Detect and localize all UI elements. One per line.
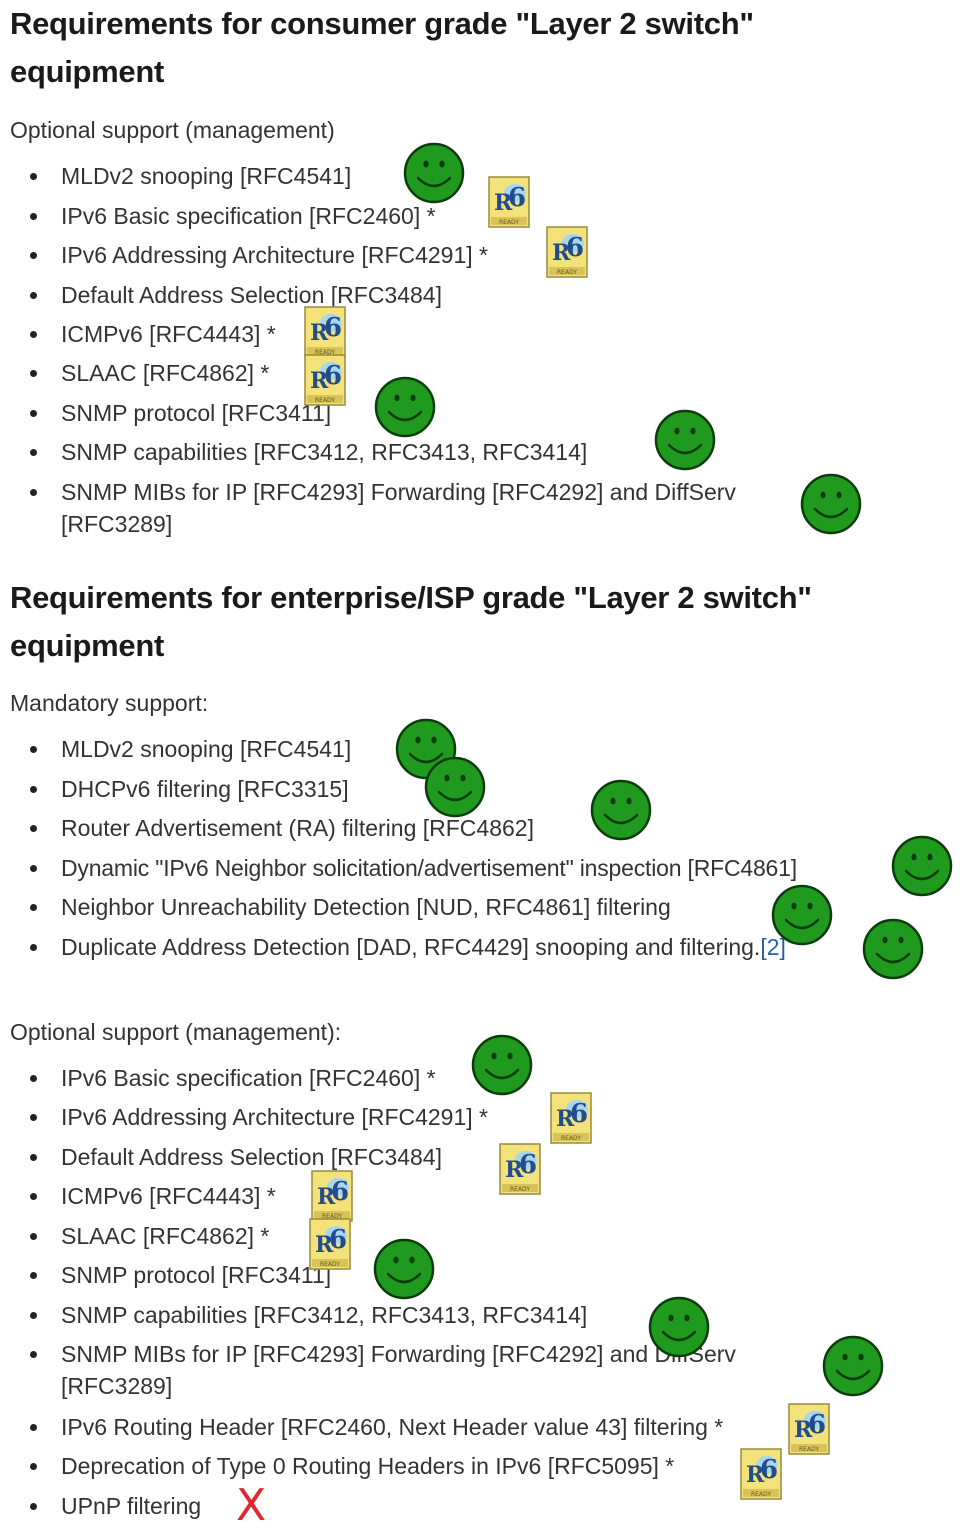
- section1-heading: Requirements for consumer grade "Layer 2…: [10, 0, 910, 96]
- smiley-icon: [648, 1296, 710, 1358]
- smiley-icon: [654, 409, 716, 471]
- ipv6-ready-badge-icon: [304, 354, 346, 406]
- section1-heading-line1: Requirements for consumer grade "Layer 2…: [10, 6, 754, 41]
- ipv6-ready-badge-icon: [488, 176, 530, 228]
- ipv6-ready-badge-icon: [740, 1448, 782, 1500]
- section2-heading-line2: equipment: [10, 628, 165, 663]
- smiley-icon: [822, 1335, 884, 1397]
- smiley-icon: [424, 756, 486, 818]
- ipv6-ready-badge-icon: [550, 1092, 592, 1144]
- section1-optional-label: Optional support (management): [10, 117, 335, 143]
- ipv6-ready-badge-icon: [499, 1143, 541, 1195]
- smiley-icon: [800, 473, 862, 535]
- section1-heading-line2: equipment: [10, 54, 165, 89]
- unsupported-x-mark: X: [236, 1480, 267, 1531]
- smiley-icon: [891, 835, 953, 897]
- ipv6-ready-badge-icon: [304, 306, 346, 358]
- ipv6-ready-badge-icon: [309, 1218, 351, 1270]
- smiley-icon: [862, 918, 924, 980]
- section2-mandatory-label: Mandatory support:: [10, 690, 209, 716]
- smiley-icon: [590, 779, 652, 841]
- smiley-icon: [374, 376, 436, 438]
- footnote-link-2[interactable]: [2]: [760, 934, 786, 960]
- smiley-icon: [771, 884, 833, 946]
- smiley-icon: [471, 1034, 533, 1096]
- section2-heading: Requirements for enterprise/ISP grade "L…: [10, 574, 910, 670]
- smiley-icon: [373, 1238, 435, 1300]
- smiley-icon: [403, 142, 465, 204]
- ipv6-ready-badge-icon: [788, 1403, 830, 1455]
- ipv6-ready-badge-icon: [546, 226, 588, 278]
- section2-heading-line1: Requirements for enterprise/ISP grade "L…: [10, 580, 812, 615]
- ipv6-ready-badge-icon: [311, 1170, 353, 1222]
- section2-optional-label: Optional support (management):: [10, 1019, 342, 1045]
